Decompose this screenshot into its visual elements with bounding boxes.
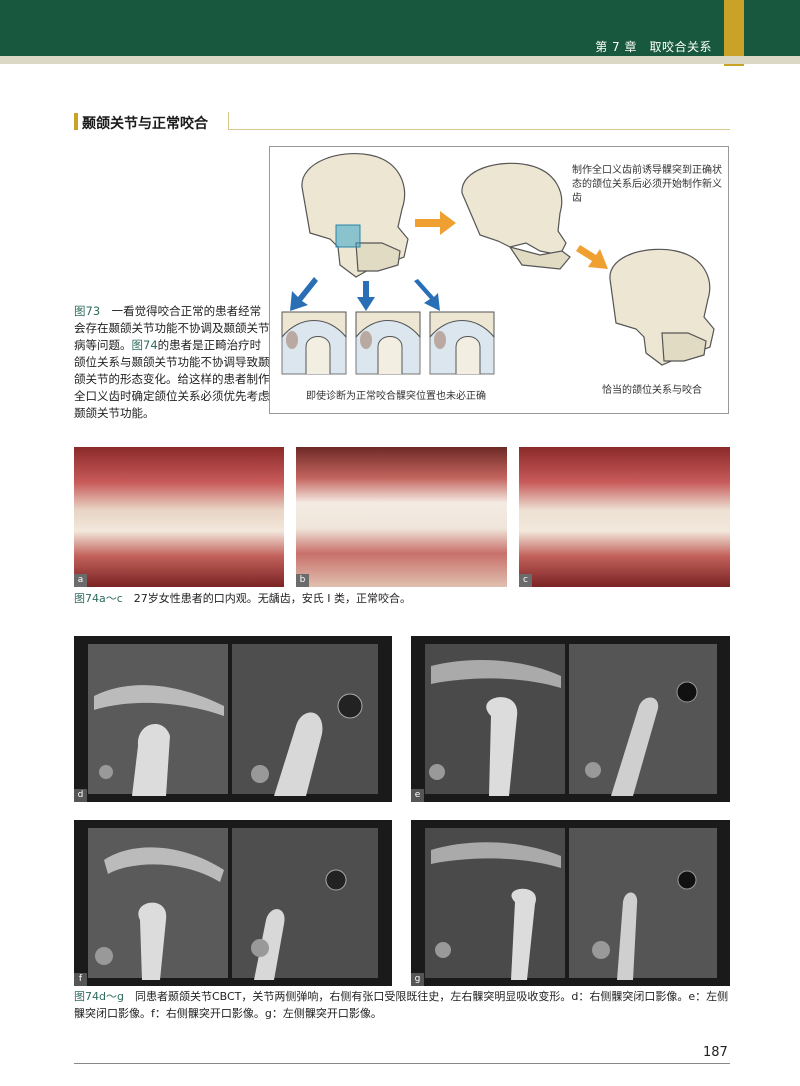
fig73-diagram: 制作全口义齿前诱导髁突到正确状态的颌位关系后必须开始制作新义齿 即使诊断为正常咬… — [269, 146, 729, 414]
section-marker — [74, 113, 78, 130]
intraoral-photo-left: c — [519, 447, 730, 587]
joint-closeup-1 — [281, 311, 347, 375]
fig73-text-a: 一看觉得咬合正常的患者经常会存在颞颌关节功能不协调及颞颌关节病等问题。 — [74, 304, 270, 352]
cbct-scan-d — [88, 644, 378, 796]
cbct-label-d: d — [74, 789, 87, 802]
photo-label-a: a — [74, 574, 87, 587]
header-band — [0, 0, 800, 56]
intraoral-photo-right: a — [74, 447, 284, 587]
cbct-scan-e — [425, 644, 717, 796]
photos-caption: 图74a～c 27岁女性患者的口内观。无龋齿，安氏 Ⅰ 类，正常咬合。 — [74, 590, 730, 607]
cbct-scan-g — [425, 828, 717, 980]
joint-closeup-3 — [429, 311, 495, 375]
photo-label-c: c — [519, 574, 532, 587]
cbct-caption-label: 图74d～g — [74, 990, 124, 1003]
cbct-caption-text: 同患者颞颌关节CBCT，关节两侧弹响，右侧有张口受限既往史，左右髁突明显吸收变形… — [74, 990, 729, 1020]
cbct-scan-f — [88, 828, 378, 980]
cbct-label-e: e — [411, 789, 424, 802]
photo-label-b: b — [296, 574, 309, 587]
fig73-label: 图73 — [74, 304, 101, 318]
orange-arrow-right-icon — [415, 211, 456, 235]
photos-caption-label: 图74a～c — [74, 592, 123, 605]
cbct-panel-e: e — [411, 636, 730, 802]
header-strip — [0, 56, 800, 64]
fig73-description: 图73 一看觉得咬合正常的患者经常会存在颞颌关节功能不协调及颞颌关节病等问题。图… — [74, 303, 270, 422]
cbct-caption: 图74d～g 同患者颞颌关节CBCT，关节两侧弹响，右侧有张口受限既往史，左右髁… — [74, 988, 730, 1022]
cbct-panel-g: g — [411, 820, 730, 986]
section-rule-vertical — [228, 112, 229, 130]
cbct-panel-d: d — [74, 636, 392, 802]
photos-caption-text: 27岁女性患者的口内观。无龋齿，安氏 Ⅰ 类，正常咬合。 — [122, 592, 412, 605]
intraoral-photo-front: b — [296, 447, 507, 587]
section-rule — [228, 129, 730, 130]
page-number: 187 — [703, 1045, 728, 1060]
blue-arrow-down-icon — [357, 281, 375, 311]
diagram-caption-left: 即使诊断为正常咬合髁突位置也未必正确 — [306, 391, 486, 402]
cbct-label-g: g — [411, 973, 424, 986]
skull-open-illustration — [461, 162, 571, 270]
footer-rule — [74, 1063, 730, 1064]
skull-correct-illustration — [609, 248, 715, 366]
diagram-caption-right: 恰当的颌位关系与咬合 — [602, 385, 702, 396]
joint-closeup-2 — [355, 311, 421, 375]
chapter-title: 第 7 章 取咬合关系 — [595, 40, 712, 54]
skull-closed-illustration — [301, 153, 409, 278]
cbct-label-f: f — [74, 973, 87, 986]
section-title: 颞颌关节与正常咬合 — [82, 116, 208, 132]
header-gold-tab — [724, 0, 744, 66]
blue-arrow-left-icon — [290, 277, 318, 311]
diagram-note: 制作全口义齿前诱导髁突到正确状态的颌位关系后必须开始制作新义齿 — [572, 165, 722, 204]
fig73-text-b: 的患者是正畸治疗时颌位关系与颞颌关节功能不协调导致颞颌关节的形态变化。给这样的患… — [74, 338, 270, 420]
orange-arrow-down-icon — [576, 245, 608, 269]
cbct-panel-f: f — [74, 820, 392, 986]
joint-highlight — [335, 224, 361, 248]
blue-arrow-right-icon — [414, 279, 440, 311]
fig74-reference: 图74 — [131, 338, 158, 352]
skull-diagram-illustration — [281, 153, 715, 375]
